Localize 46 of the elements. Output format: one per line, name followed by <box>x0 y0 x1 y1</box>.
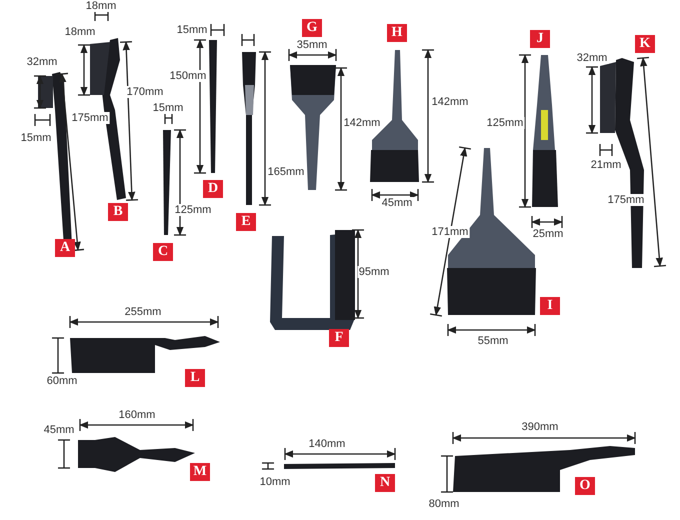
dimension-label: 390mm <box>520 421 560 433</box>
dimension-label: 18mm <box>64 26 96 38</box>
item-letter: F <box>329 329 349 347</box>
dimension-label: 142mm <box>342 117 382 129</box>
item-letter: E <box>236 213 256 231</box>
dimension-label: 21mm <box>590 159 622 171</box>
item-letter: N <box>375 474 395 492</box>
item-letter: H <box>387 24 407 42</box>
item-letter: B <box>108 203 128 221</box>
dimension-label: 15mm <box>20 132 52 144</box>
dimension-label: 15mm <box>152 102 184 114</box>
item-letter: O <box>575 477 595 495</box>
item-letter: K <box>635 35 655 53</box>
dimension-label: 45mm <box>380 197 414 209</box>
dimension-label: 170mm <box>126 86 164 98</box>
item-letter: I <box>540 297 560 315</box>
dimension-label: 25mm <box>532 228 564 240</box>
dimension-label: 171mm <box>430 226 470 238</box>
dimension-label: 60mm <box>46 375 78 387</box>
dimension-label: 150mm <box>168 70 208 82</box>
dimension-label: 125mm <box>486 117 524 129</box>
dimension-label: 175mm <box>70 112 110 124</box>
dimension-label: 140mm <box>308 438 346 450</box>
dimension-label: 32mm <box>26 56 58 68</box>
item-letter: L <box>185 369 205 387</box>
dimension-label: 55mm <box>476 335 510 347</box>
dimension-label: 15mm <box>176 24 208 36</box>
dimension-label: 35mm <box>296 39 328 51</box>
item-letter: A <box>55 239 75 257</box>
dimension-label: 95mm <box>358 266 390 278</box>
dimension-label: 175mm <box>606 194 646 206</box>
item-letter: M <box>190 463 210 481</box>
dimension-label: 45mm <box>42 424 76 436</box>
dimension-label: 80mm <box>428 498 460 510</box>
dimension-label: 255mm <box>124 306 162 318</box>
dimension-label: 142mm <box>430 96 470 108</box>
dimension-label: 18mm <box>84 0 118 12</box>
dimension-label: 165mm <box>266 166 306 178</box>
dimension-label: 160mm <box>118 409 156 421</box>
item-letter: G <box>302 19 322 37</box>
item-letter: D <box>203 180 223 198</box>
dimension-label: 32mm <box>576 52 608 64</box>
dimension-label: 125mm <box>174 204 212 216</box>
dimension-label: 10mm <box>258 476 292 488</box>
item-letter: C <box>153 243 173 261</box>
item-letter: J <box>530 30 550 48</box>
